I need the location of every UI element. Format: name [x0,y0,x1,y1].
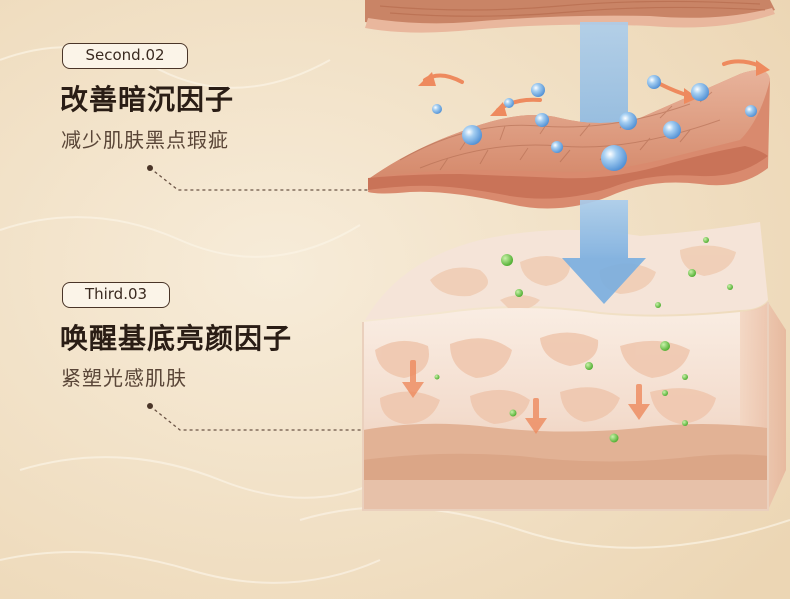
orange-down-arrows [402,360,650,434]
leader-dot-second [147,165,153,171]
step-title-third: 唤醒基底亮颜因子 [60,322,293,355]
lower-blue-arrow [562,200,646,304]
step-badge-second: Second.02 [62,43,188,69]
green-dots [434,237,733,443]
step-desc-second: 减少肌肤黑点瑕疵 [61,128,229,152]
middle-skin-layer [368,70,770,209]
step-title-second: 改善暗沉因子 [60,83,235,116]
step-badge-third: Third.03 [62,282,170,308]
step-desc-third: 紧塑光感肌肤 [61,366,187,390]
lower-skin-block [362,222,786,511]
leader-dot-third [147,403,153,409]
leader-lines [149,167,368,431]
blue-bubbles [432,75,757,171]
